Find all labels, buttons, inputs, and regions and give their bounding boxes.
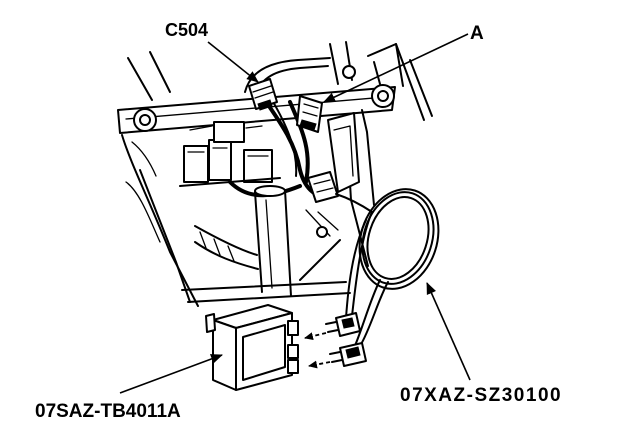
steering-column-pipe <box>194 185 292 297</box>
label-a: A <box>470 23 484 44</box>
insert-arrow-upper <box>304 332 327 341</box>
mounting-bolt-right <box>371 84 395 108</box>
module-port-2 <box>287 344 299 359</box>
insert-arrow-lower <box>308 360 331 369</box>
upper-bolt <box>342 65 356 79</box>
label-module: 07SAZ-TB4011A <box>35 401 181 422</box>
module-port-1 <box>287 320 299 336</box>
upper-body-structure <box>127 41 433 121</box>
leader-cable <box>426 282 471 381</box>
relay-block <box>179 121 281 187</box>
module-port-3 <box>287 359 299 374</box>
label-c504: C504 <box>165 20 208 40</box>
relay-4 <box>213 121 245 143</box>
module-front-face <box>235 312 293 391</box>
relay-2 <box>208 139 232 181</box>
cable-plug-upper <box>325 312 361 337</box>
left-column <box>121 134 199 307</box>
connector-a <box>296 95 323 133</box>
module-mount-tab <box>205 313 216 333</box>
coiled-cable <box>345 188 440 349</box>
module-side-face <box>212 319 237 391</box>
mounting-bolt-left <box>133 108 157 132</box>
connector-c504 <box>248 78 278 111</box>
label-cable: 07XAZ-SZ30100 <box>400 385 562 406</box>
lower-frame <box>181 209 351 303</box>
test-module <box>205 304 299 391</box>
leader-a <box>323 33 469 103</box>
leader-c504 <box>207 41 259 83</box>
cable-plug-lower <box>329 342 367 367</box>
leader-module <box>119 354 223 394</box>
relay-3 <box>243 149 273 183</box>
harness-connector <box>307 171 339 203</box>
module-panel <box>242 324 286 381</box>
